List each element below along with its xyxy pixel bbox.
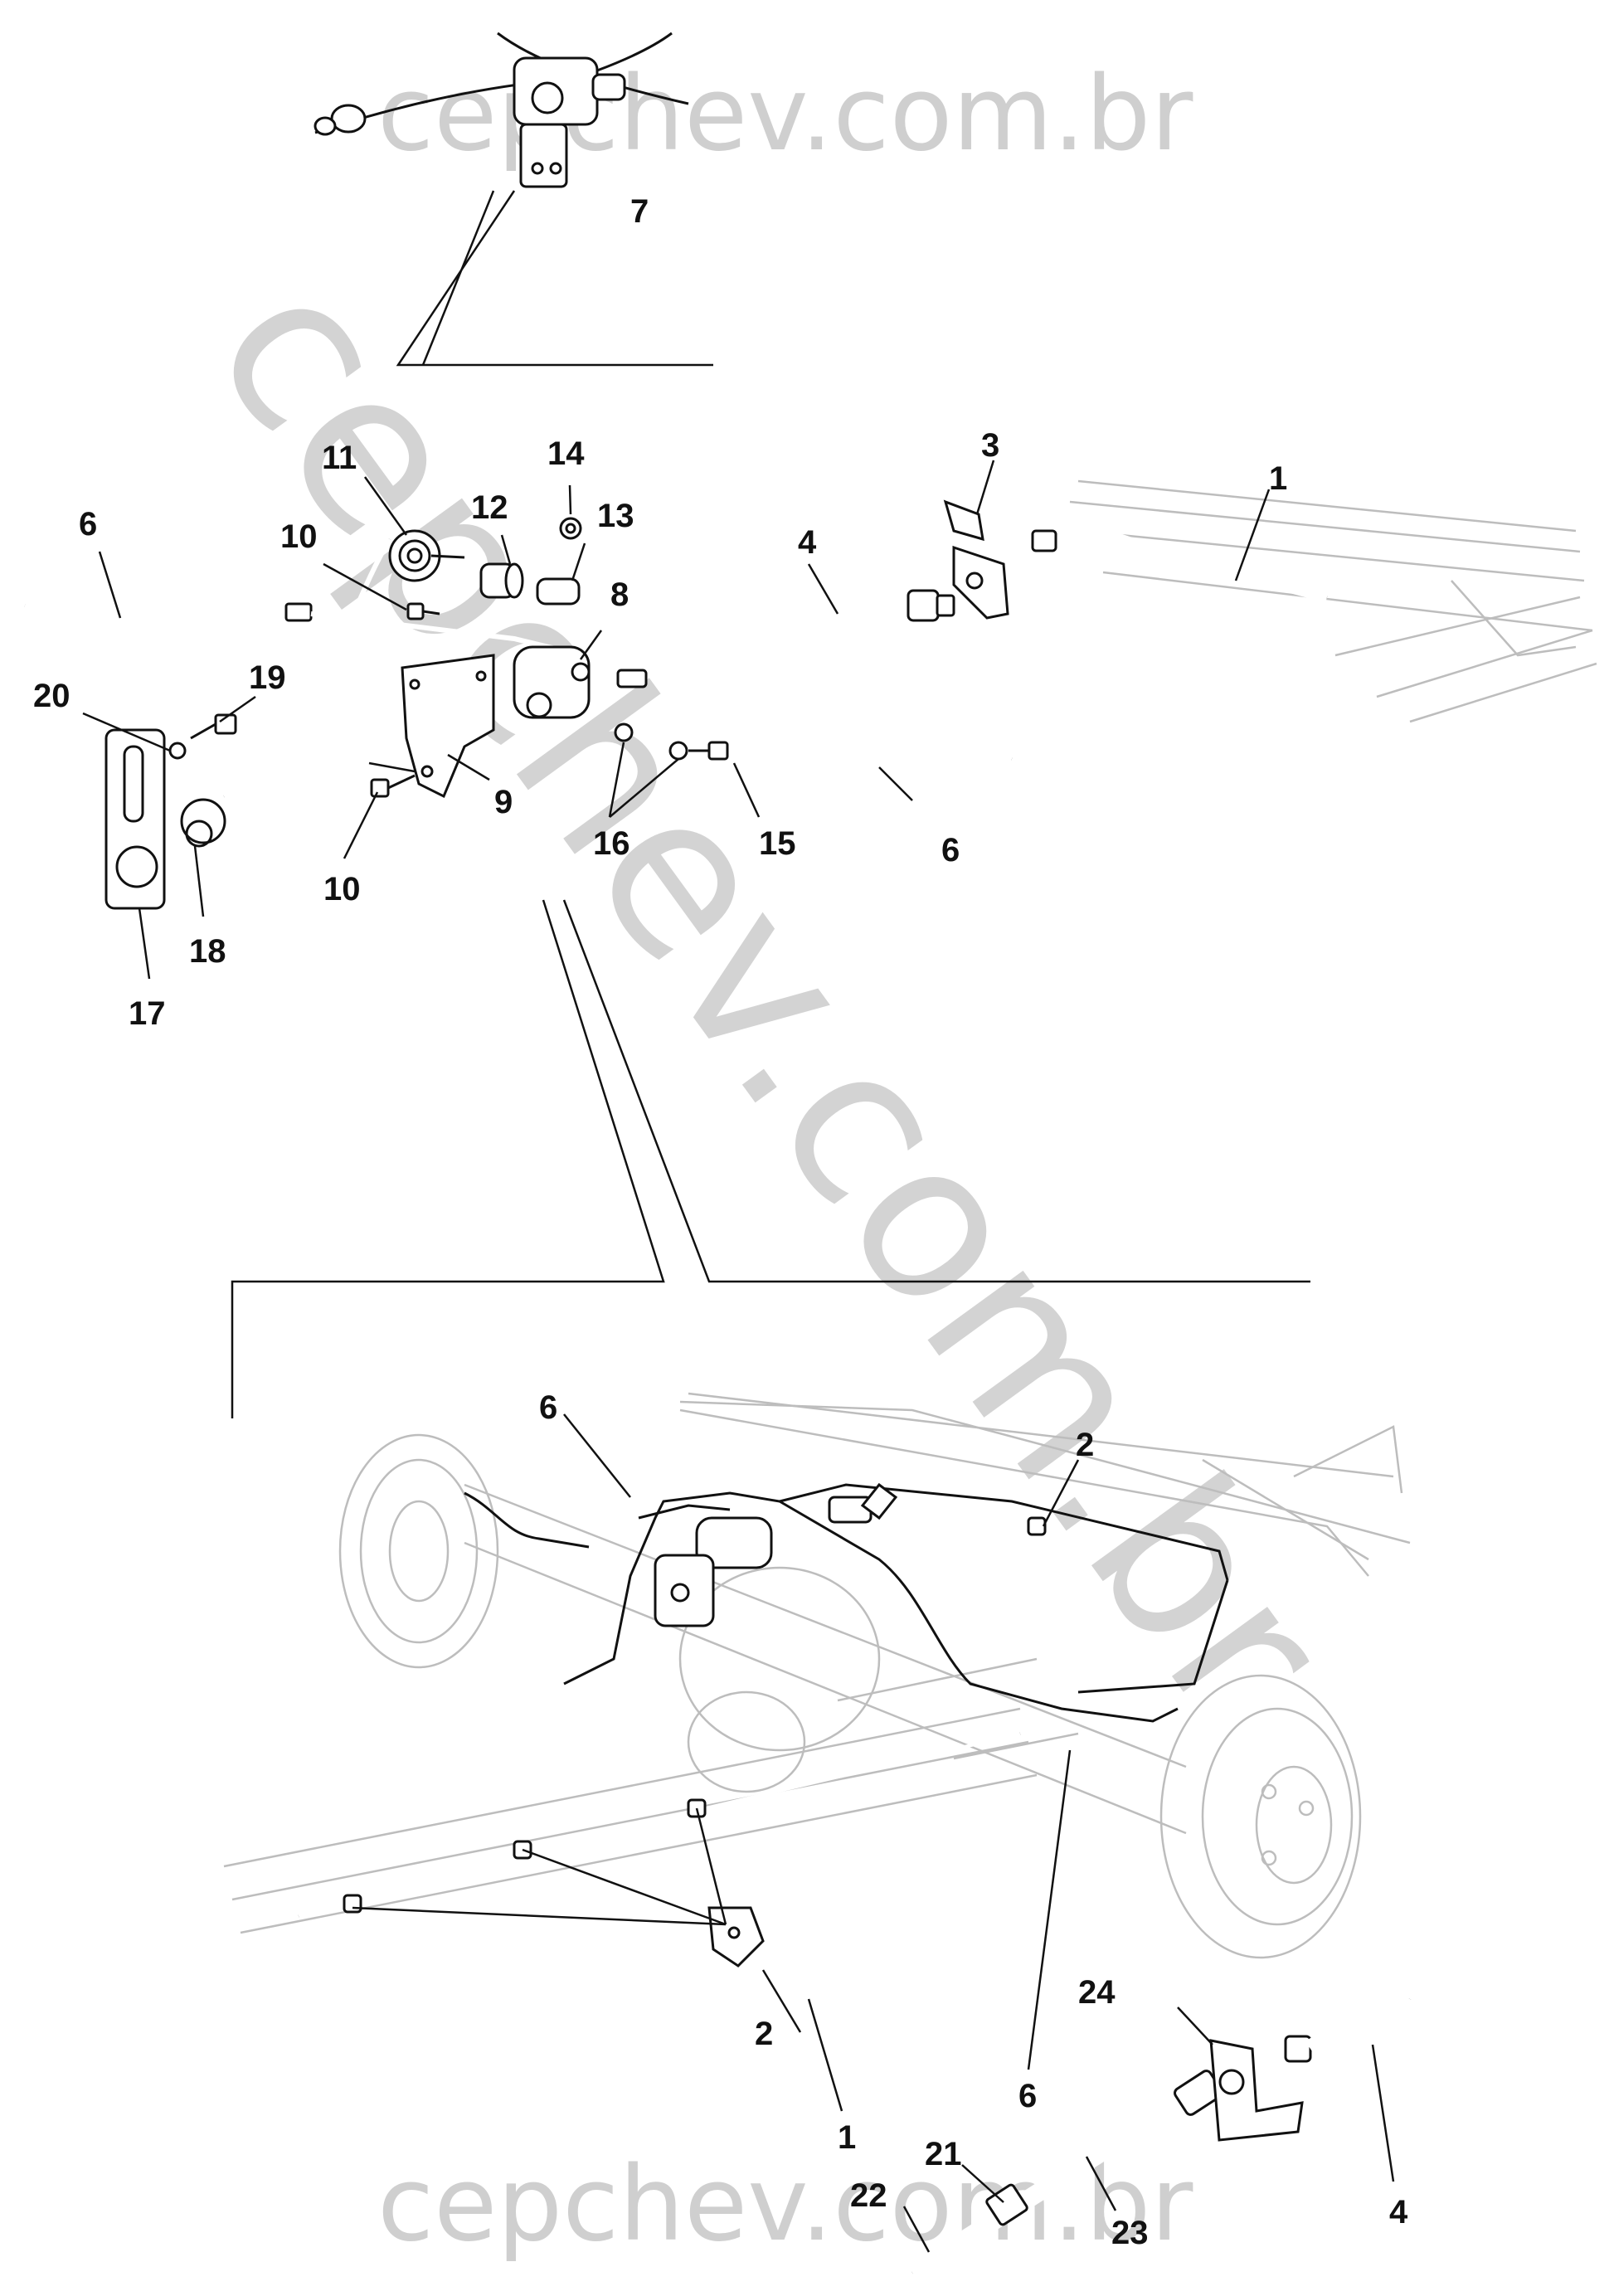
- washer-16: [614, 722, 688, 761]
- bolt-19: [190, 713, 237, 740]
- flex-hose-4-middle: [667, 589, 955, 758]
- callout-2-lower: 2: [755, 2016, 773, 2052]
- clip-3: [943, 499, 1009, 620]
- washer-14: [559, 517, 582, 540]
- detail-leader-lower: [231, 899, 1310, 1418]
- callout-6-middle: 6: [941, 832, 960, 868]
- callout-24: 24: [1078, 1974, 1116, 2011]
- bottom-detail: [902, 1996, 1419, 2281]
- callout-4-middle: 4: [798, 524, 817, 561]
- callout-1-lower: 1: [838, 2119, 856, 2156]
- detail-leader-top: [396, 190, 713, 367]
- brake-line-6-left: [24, 602, 1013, 761]
- leaders-lower: [352, 1413, 1080, 2112]
- valve-detail-top: [314, 32, 689, 188]
- watermark-top: cepchev.com.br: [377, 55, 1193, 174]
- callout-17: 17: [129, 995, 166, 1032]
- callout-3: 3: [981, 427, 999, 464]
- callout-16: 16: [593, 825, 630, 862]
- callout-6-lower-right: 6: [1018, 2078, 1037, 2114]
- frame-ghost-middle: [1069, 479, 1597, 723]
- brake-line-1-middle: [1031, 525, 1329, 603]
- callout-22: 22: [850, 2177, 887, 2214]
- callout-1-middle: 1: [1269, 460, 1287, 497]
- washer-20: [168, 742, 187, 760]
- bolt-10-lower: [370, 774, 416, 798]
- callout-10-upper: 10: [280, 518, 318, 555]
- callout-21: 21: [925, 2136, 962, 2172]
- callout-9: 9: [494, 784, 513, 820]
- callout-10-lower: 10: [323, 871, 361, 907]
- detail-leader-top-2: [421, 190, 495, 366]
- brake-line-6-lower: [464, 1483, 1229, 1723]
- callout-23: 23: [1111, 2215, 1149, 2251]
- leaders-middle: [82, 460, 1271, 980]
- brake-line-11-to-18: [222, 538, 392, 799]
- coil-11: [388, 529, 465, 582]
- callout-6-lower: 6: [539, 1389, 557, 1426]
- watermark-bottom: cepchev.com.br: [377, 2145, 1193, 2264]
- axle-ghost: [223, 1392, 1411, 1959]
- callout-4-lower: 4: [1389, 2194, 1408, 2230]
- brake-line-1-lower: [298, 1732, 1021, 1918]
- valve-8: [513, 645, 648, 719]
- callout-6-left: 6: [79, 506, 97, 542]
- callout-8: 8: [610, 576, 629, 613]
- valve-lower: [654, 1482, 898, 1627]
- callout-20: 20: [33, 678, 70, 714]
- callout-11: 11: [322, 440, 357, 476]
- bracket-9: [401, 654, 495, 799]
- callout-2-upper: 2: [1076, 1427, 1094, 1463]
- nut-13: [536, 577, 581, 606]
- callout-7: 7: [630, 193, 649, 230]
- bolt-10-upper: [406, 602, 440, 620]
- callout-14: 14: [547, 435, 585, 472]
- grommet-18: [180, 798, 226, 848]
- callout-12: 12: [471, 489, 508, 526]
- bolt-15: [688, 741, 729, 761]
- sleeve-12: [479, 562, 524, 599]
- callout-15: 15: [759, 825, 796, 862]
- callout-19: 19: [249, 659, 286, 696]
- callout-18: 18: [189, 933, 226, 970]
- plate-17: [105, 728, 166, 910]
- callout-13: 13: [597, 498, 634, 534]
